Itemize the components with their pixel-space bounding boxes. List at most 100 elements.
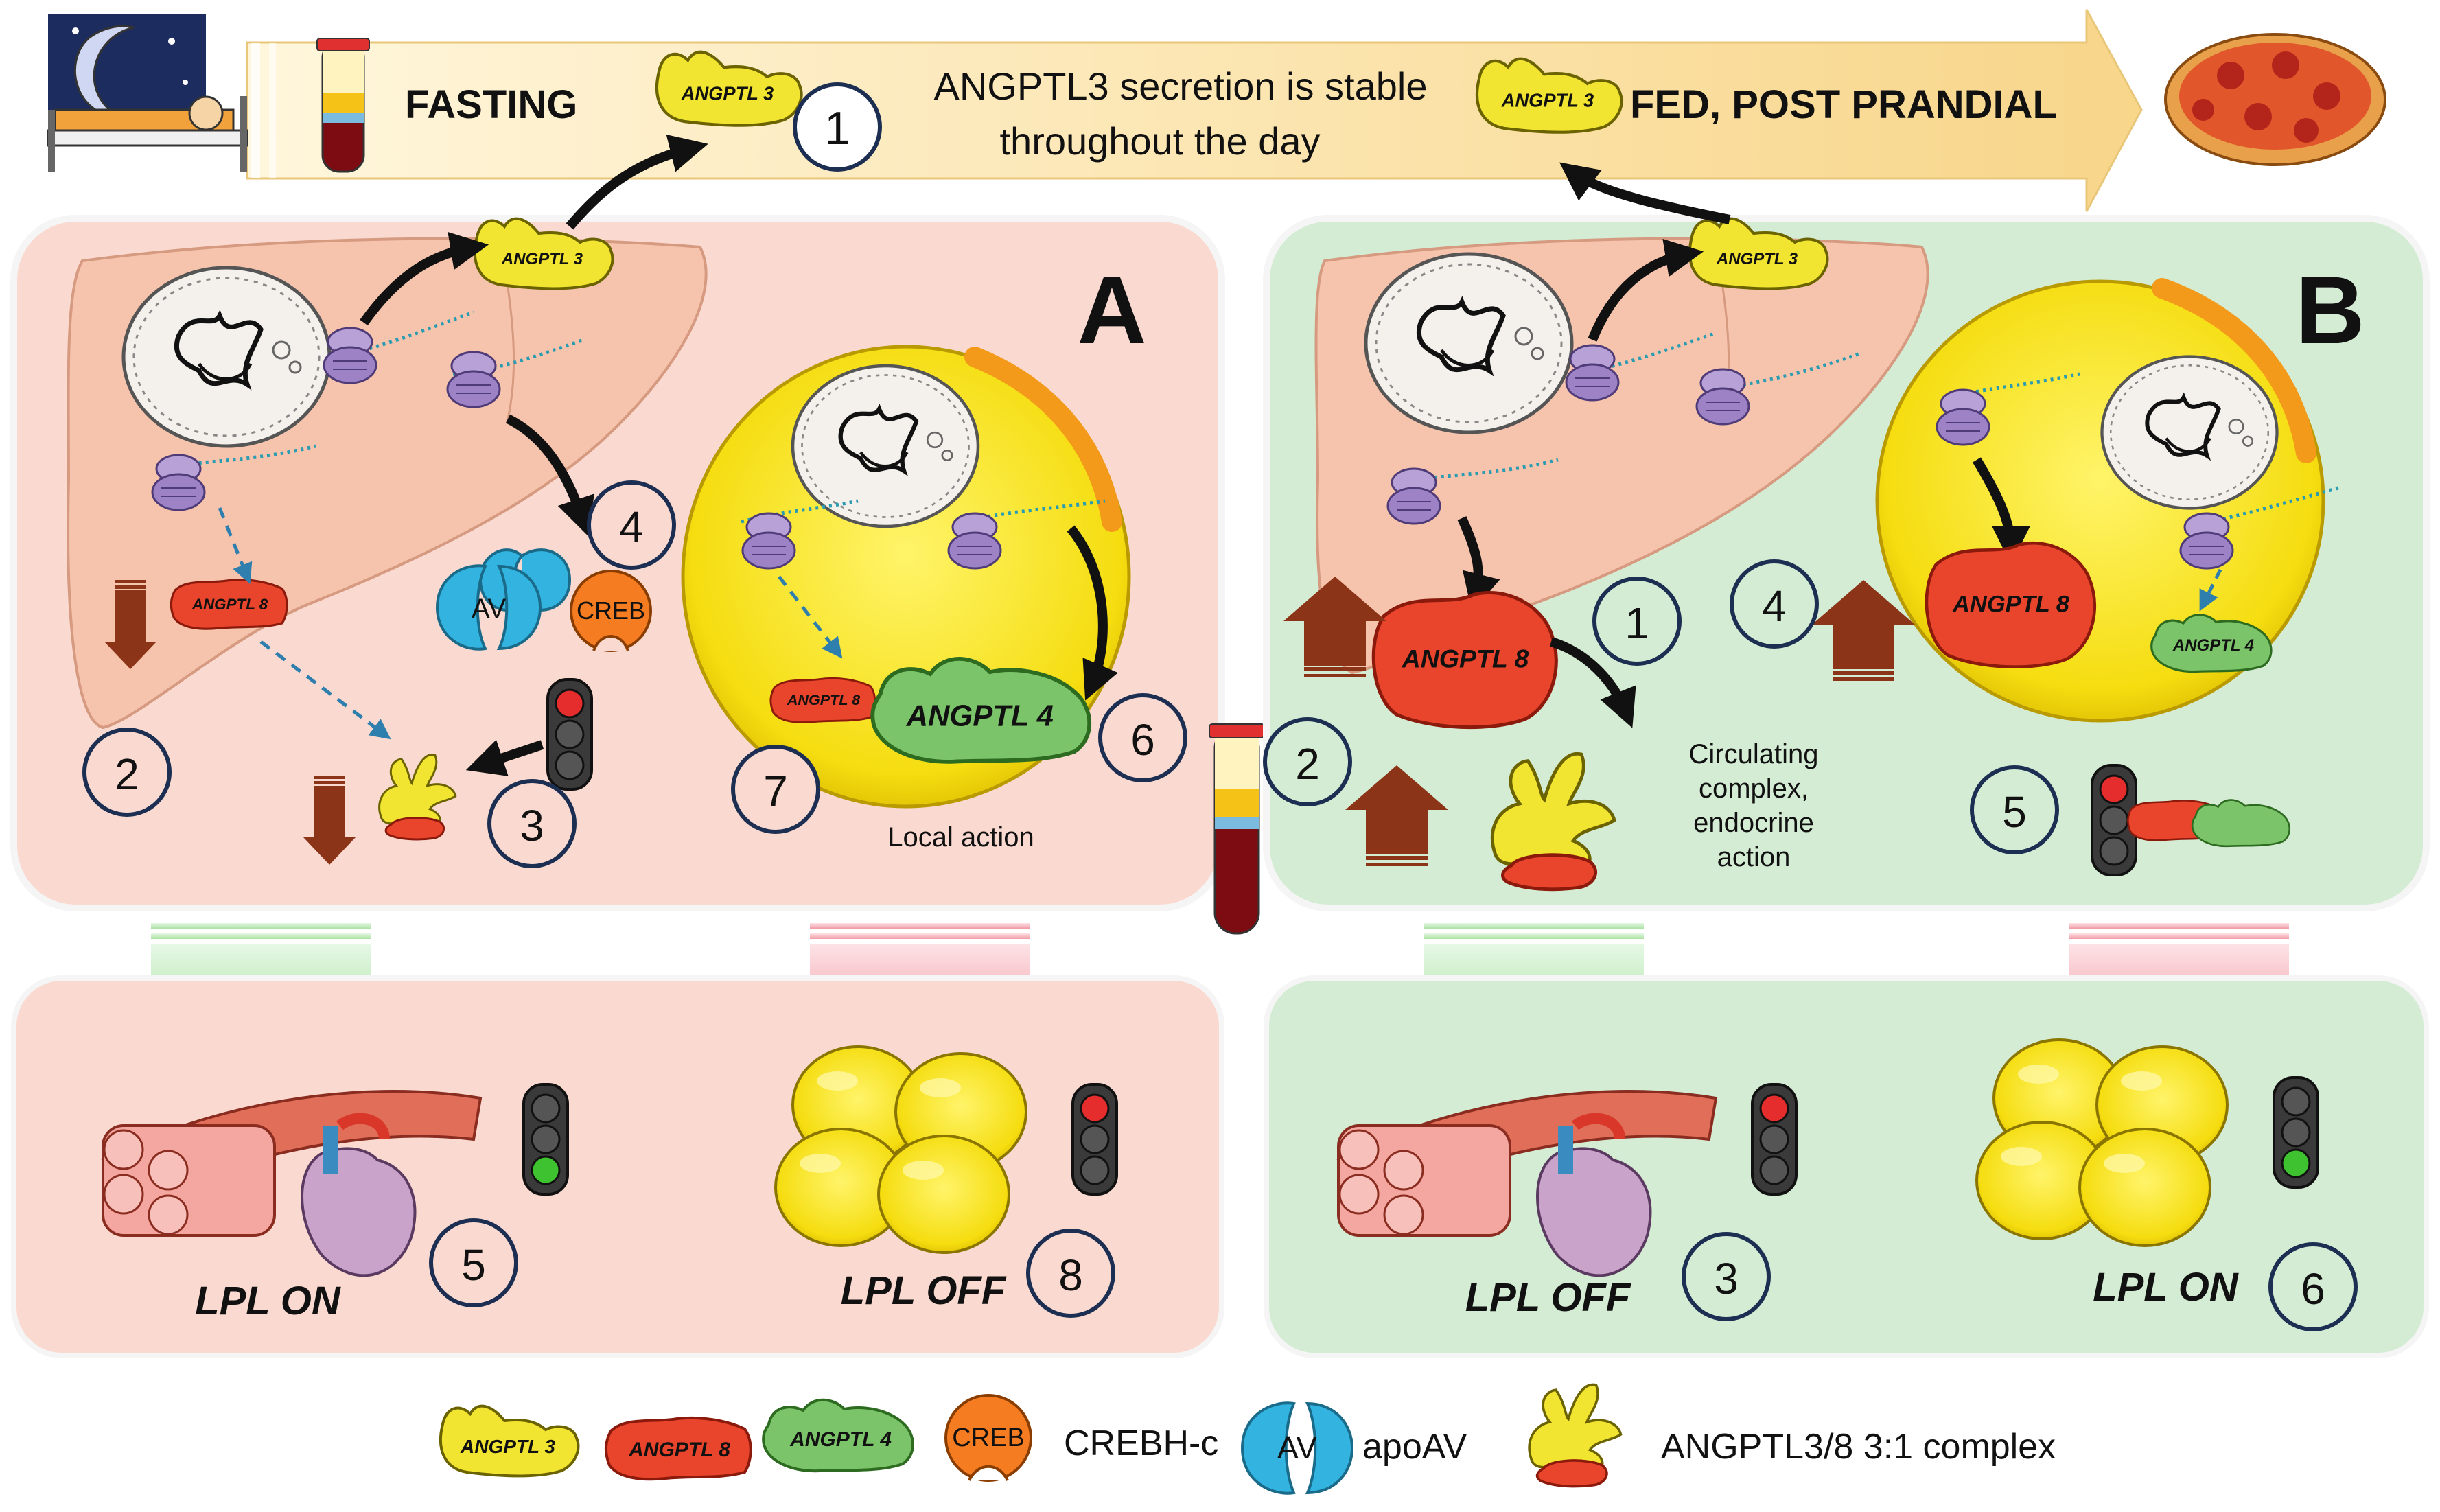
svg-text:8: 8 [1058, 1251, 1083, 1300]
mrna [164, 444, 316, 469]
svg-text:4: 4 [1762, 581, 1787, 631]
liver-b-nucleus [1366, 254, 1572, 432]
svg-text:CREB: CREB [577, 596, 645, 625]
ribosome [151, 454, 206, 511]
legend-creb-icon: CREB [944, 1394, 1032, 1482]
svg-text:ANGPTL 3: ANGPTL 3 [1716, 250, 1798, 268]
creb-icon: CREB [570, 570, 652, 652]
legend-complex-text: ANGPTL3/8 3:1 complex [1661, 1427, 2056, 1467]
legend-angptl8-icon: ANGPTL 8 [604, 1416, 752, 1481]
panel-b-letter: B [2295, 256, 2365, 364]
svg-text:4: 4 [619, 502, 644, 552]
arrow-to-angptl4 [1067, 525, 1118, 701]
circulating-text-line2: complex, [1699, 774, 1809, 804]
angptl3-header-icon: ANGPTL 3 [657, 52, 802, 126]
header-timeline [246, 9, 2143, 212]
angptl4-adipocyte-a: ANGPTL 4 [872, 659, 1089, 762]
svg-text:ANGPTL 8: ANGPTL 8 [787, 691, 860, 708]
step-3-badge-a: 3 [487, 779, 577, 868]
svg-text:3: 3 [520, 801, 544, 850]
traffic-light-red-icon [1751, 1083, 1798, 1196]
mrna [1722, 351, 1861, 390]
angptl3-liver-b: ANGPTL 3 [1688, 217, 1829, 290]
svg-text:6: 6 [1130, 715, 1155, 765]
blood-tube-icon [316, 38, 370, 173]
traffic-light-green-icon [522, 1083, 569, 1196]
fed-label: FED, POST PRANDIAL [1630, 82, 2057, 127]
ribosome [1565, 344, 1620, 402]
secretion-text-line1: ANGPTL3 secretion is stable [934, 65, 1428, 108]
svg-text:ANGPTL 8: ANGPTL 8 [628, 1439, 730, 1461]
arrow-to-complex-a [465, 739, 544, 776]
lpl-off-b-badge: 3 [1682, 1232, 1771, 1321]
muscle-heart-a-icon [101, 1090, 483, 1277]
pizza-icon [2164, 33, 2386, 166]
muscle-heart-b-icon [1336, 1090, 1718, 1277]
ribosome [446, 351, 501, 408]
ribosome [2179, 512, 2234, 570]
svg-text:5: 5 [461, 1240, 486, 1290]
sleeping-person-icon [47, 14, 248, 172]
svg-text:5: 5 [2002, 787, 2027, 837]
svg-text:ANGPTL 3: ANGPTL 3 [681, 83, 774, 104]
mrna [336, 310, 474, 359]
lpl-off-a-label: LPL OFF [841, 1268, 1007, 1313]
arrow-ribosome-to-angptl3-b [1588, 238, 1704, 342]
circulating-text-line1: Circulating [1689, 739, 1819, 769]
circulating-text-line4: action [1717, 842, 1791, 872]
angptl3-liver-a: ANGPTL 3 [473, 217, 614, 290]
local-action-label: Local action [887, 822, 1034, 852]
dashed-arrow-angptl4-b [2199, 568, 2222, 612]
legend-av-text: apoAV [1362, 1427, 1467, 1467]
angptl4-adipocyte-b: ANGPTL 4 [2150, 614, 2273, 673]
fasting-label: FASTING [405, 82, 577, 127]
adipocyte-b-nucleus [2102, 357, 2277, 509]
step-4-badge-b: 4 [1730, 559, 1819, 649]
mrna [2196, 485, 2341, 527]
svg-text:ANGPTL 8: ANGPTL 8 [191, 596, 268, 613]
svg-text:7: 7 [763, 767, 788, 816]
svg-text:ANGPTL 3: ANGPTL 3 [501, 250, 583, 268]
mrna [1942, 372, 2080, 400]
arrow-to-creb [505, 414, 594, 537]
blood-tube-middle-icon [1209, 723, 1265, 935]
lpl-on-a-badge: 5 [429, 1218, 518, 1307]
dashed-arrow-angptl8-fat [778, 575, 843, 659]
legend-angptl3-icon: ANGPTL 3 [439, 1404, 580, 1478]
angptl3-fed-icon: ANGPTL 3 [1477, 59, 1622, 132]
legend-complex-icon [1528, 1383, 1623, 1488]
svg-text:1: 1 [824, 102, 850, 154]
svg-text:3: 3 [1714, 1254, 1739, 1303]
arrow-to-circulating [1549, 637, 1636, 728]
av-icon: AV [435, 548, 572, 651]
dashed-arrow-to-complex [259, 640, 391, 740]
svg-text:2: 2 [115, 749, 139, 799]
secretion-text-line2: throughout the day [999, 119, 1320, 163]
traffic-light-red-icon [546, 678, 593, 791]
svg-text:ANGPTL 3: ANGPTL 3 [460, 1436, 555, 1457]
step-2-badge-a: 2 [82, 728, 172, 817]
svg-text:ANGPTL 8: ANGPTL 8 [1402, 644, 1529, 673]
step-4-badge-a: 4 [587, 480, 676, 570]
step-6-badge-a: 6 [1098, 693, 1187, 782]
mrna [1578, 331, 1717, 376]
arrow-secretion-b [1559, 162, 1731, 224]
legend-creb-text: CREBH-c [1064, 1423, 1218, 1463]
svg-text:AV: AV [1277, 1430, 1317, 1465]
svg-text:ANGPTL 3: ANGPTL 3 [1501, 90, 1594, 111]
mrna [1406, 458, 1559, 482]
ribosome [947, 512, 1002, 570]
arrow-secretion-a [566, 134, 708, 230]
svg-text:ANGPTL 4: ANGPTL 4 [906, 699, 1054, 732]
svg-text:ANGPTL 8: ANGPTL 8 [1952, 592, 2070, 618]
ribosome [1695, 368, 1750, 426]
svg-text:1: 1 [1625, 598, 1649, 648]
adipocyte-a-nucleus [793, 366, 978, 526]
lpl-on-b-label: LPL ON [2093, 1265, 2239, 1310]
dashed-arrow-angptl8 [218, 507, 253, 585]
liver-a-nucleus [124, 268, 329, 446]
arrow-ribosome-to-angptl3 [360, 231, 489, 326]
angptl8-liver-b: ANGPTL 8 [1371, 590, 1558, 730]
panel-a-letter: A [1077, 256, 1146, 364]
